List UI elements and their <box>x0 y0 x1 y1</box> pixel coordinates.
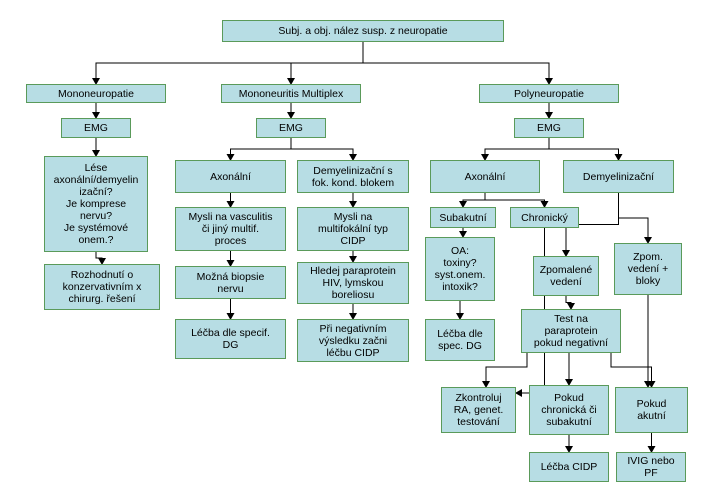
node-cidp-mysli: Mysli na multifokální typ CIDP <box>297 207 409 251</box>
node-biopsie: Možná biopsie nervu <box>175 266 286 299</box>
node-demyelinizacni-blok: Demyelinizační s fok. kond. blokem <box>297 160 409 193</box>
node-pokud-chronicka: Pokud chronická či subakutní <box>529 385 609 435</box>
node-lese: Lése axonální/demyelin izační? Je kompre… <box>44 156 148 252</box>
node-zpomalene-vedeni: Zpomalené vedení <box>533 256 599 296</box>
edge-axonalni_p-to-subakutni <box>459 193 486 208</box>
edge-axonalni_p-to-chronicky <box>484 193 549 208</box>
node-mononeuritis-multiplex: Mononeuritis Multiplex <box>221 84 361 103</box>
node-ivig: IVIG nebo PF <box>616 452 686 482</box>
node-test-paraprotein: Test na paraprotein pokud negativní <box>521 309 621 353</box>
node-oa: OA: toxiny? syst.onem. intoxik? <box>425 237 495 301</box>
node-root: Subj. a obj. nález susp. z neuropatie <box>222 20 504 42</box>
edge-root-to-mono_mult <box>287 42 364 85</box>
edge-emg3-to-axonalni_p <box>481 138 550 161</box>
node-lecba-cidp: Léčba CIDP <box>529 452 609 482</box>
node-emg-1: EMG <box>61 118 131 138</box>
edge-demyel_p-to-zpom_bloky <box>618 193 652 244</box>
node-rozhodnuti: Rozhodnutí o konzervativním x chirurg. ř… <box>44 264 160 310</box>
edge-emg2-to-demyel_blok <box>290 138 357 161</box>
edge-test_paraprotein-to-pokud_akutni <box>610 353 656 388</box>
edge-root-to-poly <box>362 42 553 85</box>
node-zkontroluj: Zkontroluj RA, genet. testování <box>441 387 516 433</box>
node-lecba-specif: Léčba dle specif. DG <box>175 319 286 359</box>
node-demyelinizacni-polyneuropatie: Demyelinizační <box>563 160 674 193</box>
edge-emg2-to-axonalni_m <box>226 138 292 161</box>
node-chronicky: Chronický <box>510 207 579 228</box>
node-emg-3: EMG <box>514 118 584 138</box>
edge-lese-to-rozhodnuti <box>95 252 106 265</box>
edge-zpomalene-to-test_paraprotein <box>565 296 575 310</box>
node-subakutni: Subakutní <box>430 207 496 228</box>
node-axonalni-mononeuritis: Axonální <box>175 160 286 193</box>
node-polyneuropatie: Polyneuropatie <box>479 84 619 103</box>
edge-emg3-to-demyel_p <box>548 138 623 161</box>
node-paraprotein-hiv: Hledej paraprotein HIV, lymskou borelios… <box>297 262 409 304</box>
edge-test_paraprotein-to-zkontroluj <box>482 353 528 388</box>
node-axonalni-polyneuropatie: Axonální <box>430 160 540 193</box>
node-negativni-cidp: Při negativním výsledku začni léčbu CIDP <box>297 319 409 362</box>
node-mononeuropatie: Mononeuropatie <box>26 84 166 103</box>
node-vaskulitis: Mysli na vasculitis či jiný multif. proc… <box>175 207 286 251</box>
node-zpom-vedeni-bloky: Zpom. vedení + bloky <box>614 243 682 295</box>
node-lecba-spec: Léčba dle spec. DG <box>425 319 495 361</box>
node-pokud-akutni: Pokud akutní <box>615 387 688 433</box>
node-emg-2: EMG <box>256 118 326 138</box>
